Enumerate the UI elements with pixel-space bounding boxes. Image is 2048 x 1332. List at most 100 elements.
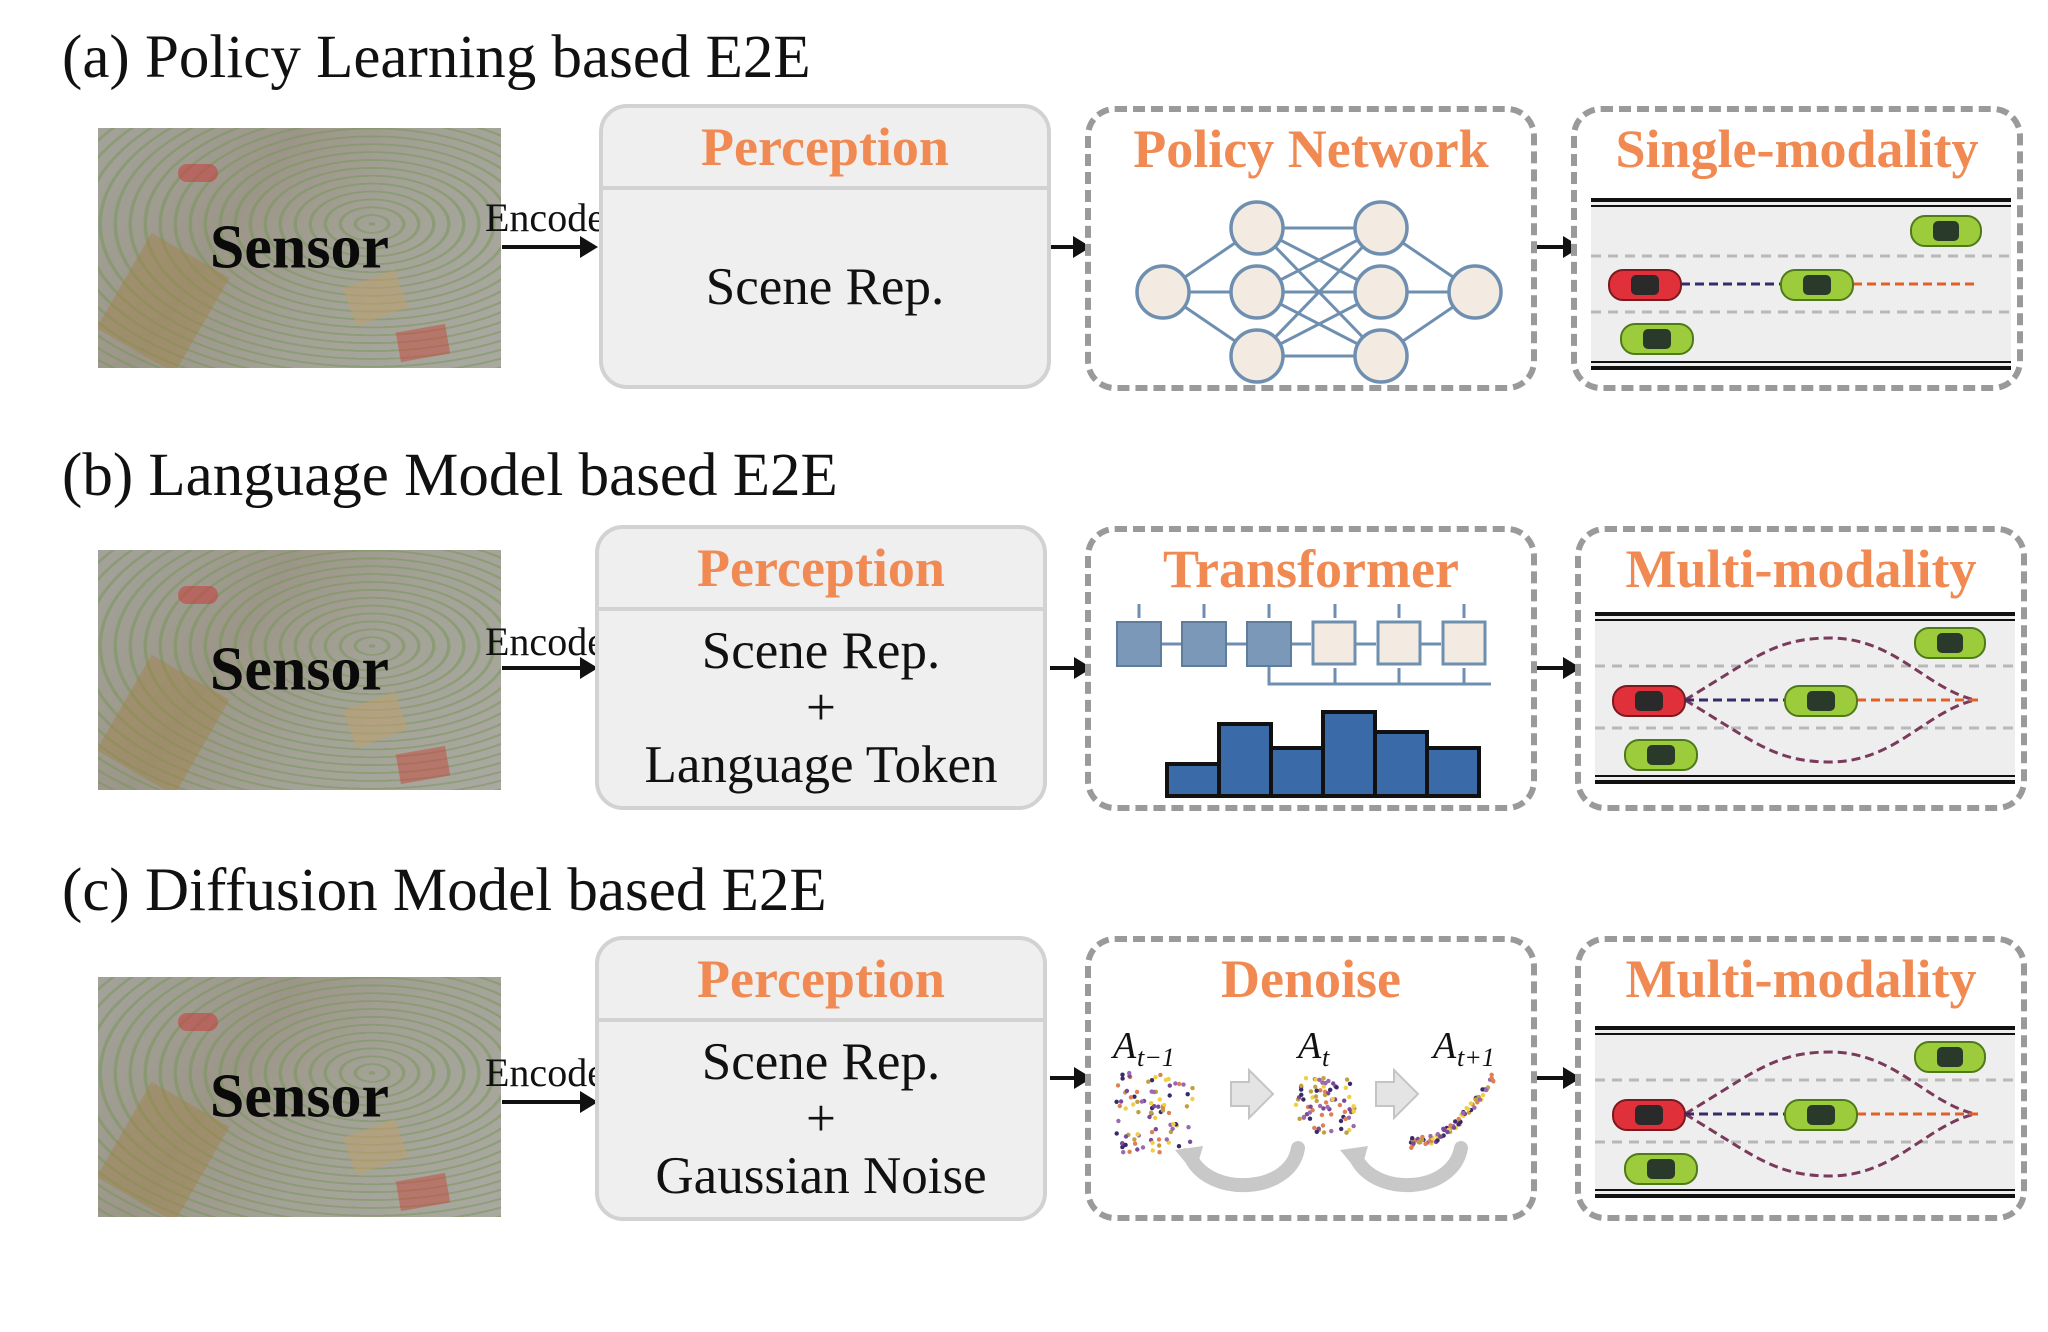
step-label-next: t+1 [1457,1043,1495,1072]
noise-point [1347,1094,1352,1100]
noise-point [1160,1108,1166,1113]
noise-point [1343,1116,1348,1122]
row-a-policy-network-box: Policy Network [1085,106,1537,391]
car-icon [1784,685,1858,717]
row-b-perception-line-1: Scene Rep. [701,622,941,681]
noise-point [1314,1098,1319,1104]
noise-point [1187,1139,1193,1144]
car-icon [1784,1099,1858,1131]
row-b-perception-panel: Perception Scene Rep. + Language Token [595,525,1047,810]
row-c-module-arrow [1537,1067,1581,1089]
noise-point [1151,1089,1156,1095]
noise-point [1318,1088,1323,1093]
row-b-encode-arrow [502,657,598,679]
noise-point [1308,1104,1313,1109]
noise-point [1489,1072,1494,1077]
noise-point [1329,1112,1334,1117]
noise-point [1301,1114,1307,1120]
row-c-output-box: Multi-modality [1575,936,2027,1221]
noise-point [1184,1104,1190,1109]
row-b-title: (b) Language Model based E2E [62,442,838,509]
noise-point [1323,1080,1328,1086]
noise-point [1170,1126,1175,1131]
car-icon [1620,323,1694,355]
row-a-module-arrow [1537,236,1581,258]
noise-point [1120,1076,1125,1081]
car-icon [1624,739,1698,771]
row-b-perception-arrow [1050,657,1092,679]
noise-point [1118,1099,1124,1104]
noise-point [1124,1088,1130,1094]
noise-point [1127,1070,1132,1076]
row-b-perception-line-2: + [806,679,836,738]
noise-point [1445,1129,1450,1135]
noise-point [1123,1106,1128,1111]
ego-car-icon [1612,685,1686,717]
noise-point [1323,1100,1329,1105]
noise-point [1313,1077,1318,1082]
step-forward-arrows [1230,1067,1420,1121]
noise-point [1308,1089,1314,1094]
row-c-encode-label: Encode [485,1050,605,1095]
noise-point [1321,1076,1326,1081]
noise-point [1337,1102,1343,1108]
noise-point [1410,1136,1415,1141]
noise-point [1157,1143,1162,1148]
noise-point [1135,1099,1140,1104]
noise-point [1166,1140,1171,1145]
noise-point [1344,1077,1350,1082]
row-a-sensor-image: Sensor [98,128,501,368]
noise-point [1334,1085,1339,1090]
noise-point [1460,1110,1466,1116]
car-icon [1624,1153,1698,1185]
noise-point [1339,1126,1344,1132]
noise-point [1147,1114,1152,1120]
row-a-encode-arrow [502,236,598,258]
noise-point [1342,1098,1347,1103]
noise-point [1114,1099,1119,1104]
single-modality-road-scene [1591,198,2011,370]
row-c-perception-panel: Perception Scene Rep. + Gaussian Noise [595,936,1047,1221]
row-b-module-title: Transformer [1163,539,1459,599]
noise-point [1491,1079,1496,1084]
noise-point [1171,1121,1176,1127]
car-icon [1910,215,1982,247]
noise-point [1314,1088,1319,1093]
noise-point [1351,1123,1356,1129]
noise-point [1167,1083,1172,1088]
step-loop-arrows [1184,1141,1468,1193]
noise-point [1310,1108,1315,1113]
noise-point [1307,1116,1313,1121]
noise-point [1120,1141,1125,1146]
noise-point [1139,1099,1145,1104]
noise-point [1149,1129,1155,1135]
noise-point [1132,1094,1137,1099]
noise-point [1480,1087,1485,1092]
noise-point [1156,1104,1161,1109]
noise-point [1297,1116,1302,1121]
noise-point [1186,1125,1191,1130]
noise-point [1115,1083,1121,1088]
noise-point [1156,1137,1162,1142]
noise-point [1409,1145,1414,1150]
row-a-perception-header: Perception [603,108,1047,190]
row-a-output-title: Single-modality [1615,119,1979,179]
row-c-title: (c) Diffusion Model based E2E [62,857,827,924]
noise-point [1473,1097,1478,1102]
noise-point [1301,1097,1306,1102]
noise-point [1128,1095,1134,1100]
noise-point [1153,1115,1158,1121]
noise-point [1423,1141,1428,1147]
row-a-encode-label: Encode [485,195,605,240]
noise-point [1163,1077,1169,1083]
noise-point [1313,1094,1319,1099]
transformer-icon [1116,604,1491,798]
row-c-denoise-box: Denoise A t−1 A t A t+1 [1085,936,1537,1221]
noise-point [1190,1096,1195,1102]
noise-point [1321,1106,1326,1111]
noise-point [1146,1079,1151,1084]
denoise-steps-diagram: A t−1 A t A t+1 [1110,1025,1496,1193]
noise-point [1303,1076,1309,1081]
noise-point [1167,1093,1172,1098]
